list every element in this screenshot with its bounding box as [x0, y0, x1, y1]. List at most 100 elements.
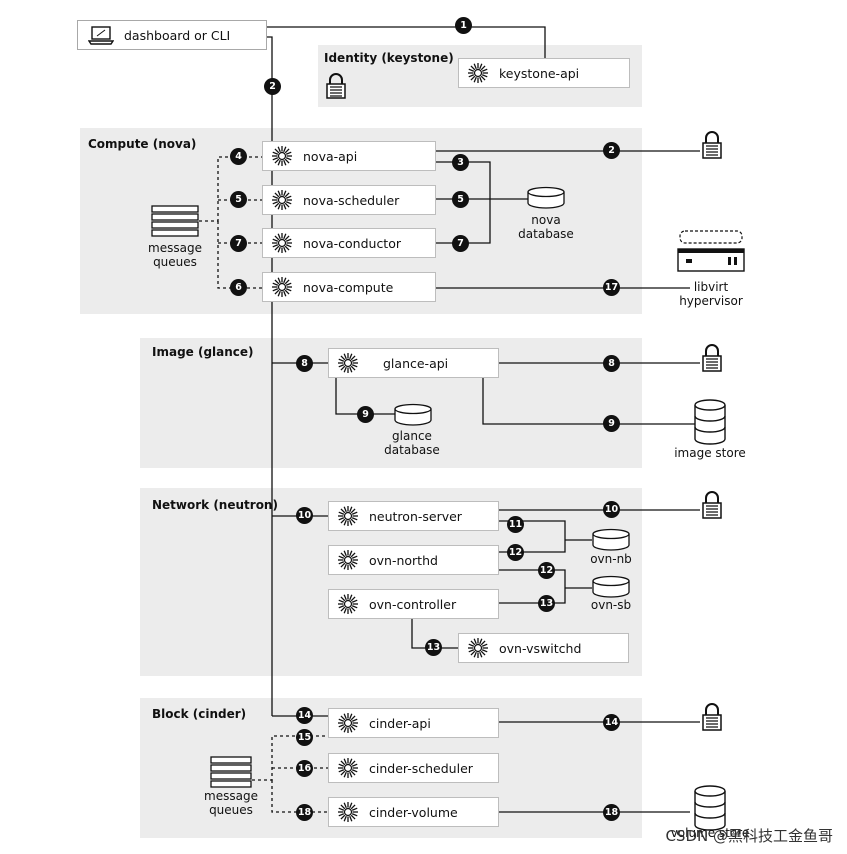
step-badge: 17	[603, 279, 620, 296]
nova-conductor-box: nova-conductor	[262, 228, 436, 258]
ovn-northd-box: ovn-northd	[328, 545, 499, 575]
watermark: CSDN @黑科技工金鱼哥	[665, 827, 833, 845]
cinder-api-label: cinder-api	[369, 715, 431, 731]
nova-api-label: nova-api	[303, 148, 358, 164]
nova-message-queues-label: message queues	[145, 241, 205, 269]
nova-compute-box: nova-compute	[262, 272, 436, 302]
cinder-mq-line2: queues	[209, 803, 253, 817]
network-section-title: Network (neutron)	[152, 498, 278, 512]
cinder-message-queues-label: message queues	[201, 789, 261, 817]
step-badge: 3	[452, 154, 469, 171]
ovn-nb-label: ovn-nb	[590, 552, 632, 566]
step-badge: 8	[296, 355, 313, 372]
step-badge: 10	[296, 507, 313, 524]
lock-icon	[702, 703, 722, 731]
gear-icon	[337, 801, 359, 823]
step-badge: 5	[452, 191, 469, 208]
glance-database-icon	[394, 403, 432, 426]
cinder-scheduler-label: cinder-scheduler	[369, 760, 473, 776]
lock-icon	[702, 344, 722, 372]
cinder-mq-line1: message	[204, 789, 258, 803]
step-badge: 13	[425, 639, 442, 656]
cinder-scheduler-box: cinder-scheduler	[328, 753, 499, 783]
ovn-sb-database-icon	[592, 575, 630, 598]
libvirt-hypervisor-label: libvirt hypervisor	[676, 280, 746, 308]
step-badge: 12	[507, 544, 524, 561]
image-store-label: image store	[674, 446, 746, 460]
libvirt-line2: hypervisor	[679, 294, 743, 308]
step-badge: 1	[455, 17, 472, 34]
cinder-volume-box: cinder-volume	[328, 797, 499, 827]
step-badge: 10	[603, 501, 620, 518]
libvirt-line1: libvirt	[693, 280, 729, 294]
lock-icon	[326, 73, 346, 99]
identity-section-title: Identity (keystone)	[324, 51, 454, 65]
nova-compute-label: nova-compute	[303, 279, 394, 295]
step-badge: 2	[603, 142, 620, 159]
ovn-controller-label: ovn-controller	[369, 596, 457, 612]
step-badge: 5	[230, 191, 247, 208]
step-badge: 9	[603, 415, 620, 432]
volume-store-label: volume store	[670, 826, 750, 840]
gear-icon	[337, 549, 359, 571]
lock-icon	[702, 131, 722, 159]
glance-db-line2: database	[384, 443, 440, 457]
nova-mq-line1: message	[148, 241, 202, 255]
step-badge: 9	[357, 406, 374, 423]
compute-section-title: Compute (nova)	[88, 137, 197, 151]
step-badge: 4	[230, 148, 247, 165]
ovn-vswitchd-label: ovn-vswitchd	[499, 640, 582, 656]
gear-icon	[337, 505, 359, 527]
hypervisor-server-icon	[677, 230, 745, 272]
ovn-northd-label: ovn-northd	[369, 552, 438, 568]
image-store-icon	[694, 399, 726, 445]
step-badge: 7	[230, 235, 247, 252]
gear-icon	[271, 232, 293, 254]
ovn-controller-box: ovn-controller	[328, 589, 499, 619]
neutron-server-box: neutron-server	[328, 501, 499, 531]
nova-conductor-label: nova-conductor	[303, 235, 401, 251]
nova-database-label: nova database	[516, 213, 576, 241]
image-section-title: Image (glance)	[152, 345, 254, 359]
message-queue-icon	[210, 756, 252, 788]
volume-store-icon	[694, 785, 726, 831]
gear-icon	[337, 712, 359, 734]
step-badge: 15	[296, 729, 313, 746]
dashboard-cli-label: dashboard or CLI	[124, 27, 231, 43]
lock-icon	[702, 491, 722, 519]
step-badge: 18	[296, 804, 313, 821]
step-badge: 14	[296, 707, 313, 724]
gear-icon	[467, 637, 489, 659]
step-badge: 13	[538, 595, 555, 612]
keystone-api-box: keystone-api	[458, 58, 630, 88]
nova-database-icon	[527, 186, 565, 209]
gear-icon	[271, 145, 293, 167]
nova-scheduler-box: nova-scheduler	[262, 185, 436, 215]
step-badge: 14	[603, 714, 620, 731]
laptop-icon	[88, 26, 114, 45]
ovn-sb-label: ovn-sb	[590, 598, 632, 612]
ovn-nb-database-icon	[592, 528, 630, 551]
glance-api-label: glance-api	[383, 355, 449, 371]
step-badge: 16	[296, 760, 313, 777]
step-badge: 6	[230, 279, 247, 296]
glance-db-line1: glance	[392, 429, 432, 443]
block-section-title: Block (cinder)	[152, 707, 247, 721]
nova-scheduler-label: nova-scheduler	[303, 192, 400, 208]
gear-icon	[467, 62, 489, 84]
ovn-vswitchd-box: ovn-vswitchd	[458, 633, 629, 663]
cinder-api-box: cinder-api	[328, 708, 499, 738]
nova-mq-line2: queues	[153, 255, 197, 269]
dashboard-cli-box: dashboard or CLI	[77, 20, 267, 50]
step-badge: 8	[603, 355, 620, 372]
nova-db-line2: database	[518, 227, 574, 241]
gear-icon	[337, 352, 359, 374]
gear-icon	[271, 276, 293, 298]
neutron-server-label: neutron-server	[369, 508, 462, 524]
step-badge: 18	[603, 804, 620, 821]
step-badge: 7	[452, 235, 469, 252]
glance-api-box: glance-api	[328, 348, 499, 378]
step-badge: 12	[538, 562, 555, 579]
step-badge: 2	[264, 78, 281, 95]
